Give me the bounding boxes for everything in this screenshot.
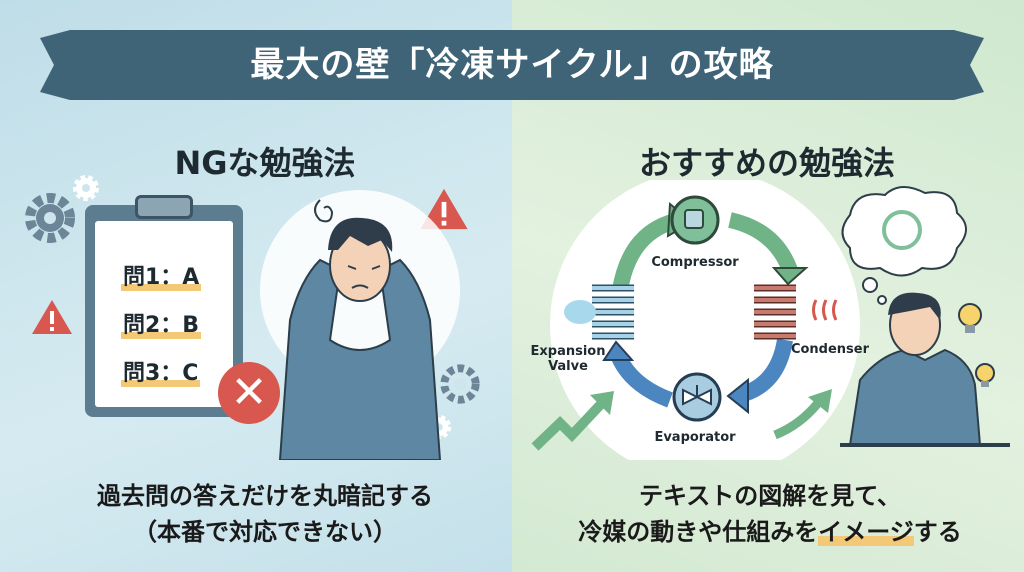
evaporator-label: Evaporator xyxy=(654,430,736,445)
recommended-description: テキストの図解を見て、 冷媒の動きや仕組みをイメージする xyxy=(578,482,962,546)
x-mark-icon: ✕ xyxy=(218,362,280,424)
quiz-item: 問3：C xyxy=(121,361,201,387)
lightbulb-icon xyxy=(975,363,995,387)
clipboard-clip xyxy=(135,195,193,219)
upward-trend-arrow-icon xyxy=(531,391,614,451)
refrigeration-cycle-diagram xyxy=(550,180,860,460)
quiz-item: 問1：A xyxy=(121,265,202,291)
thinking-person-illustration xyxy=(840,186,1010,447)
title-banner xyxy=(40,30,984,100)
clipboard: 問1：A 問2：B 問3：C xyxy=(85,195,243,417)
gear-icon xyxy=(440,364,480,404)
warning-icon xyxy=(420,188,468,230)
ng-heading: NGな勉強法 xyxy=(142,138,388,188)
cold-air-icon xyxy=(564,300,596,324)
thought-bubble xyxy=(841,186,967,277)
compressor-label: Compressor xyxy=(651,255,739,270)
warning-icon xyxy=(32,300,72,334)
gear-icon xyxy=(25,193,75,243)
recommended-heading: おすすめの勉強法 xyxy=(604,138,930,188)
condenser-label: Condenser xyxy=(790,342,870,357)
ng-description: 過去問の答えだけを丸暗記する （本番で対応できない） xyxy=(97,482,433,546)
quiz-item: 問2：B xyxy=(121,313,202,339)
curved-arrow-icon xyxy=(773,389,832,440)
lightbulb-icon xyxy=(958,303,982,333)
page-title: 最大の壁「冷凍サイクル」の攻略 xyxy=(250,45,774,85)
stressed-person-illustration xyxy=(260,190,460,460)
heat-icon xyxy=(812,299,838,321)
gear-icon xyxy=(73,175,99,201)
